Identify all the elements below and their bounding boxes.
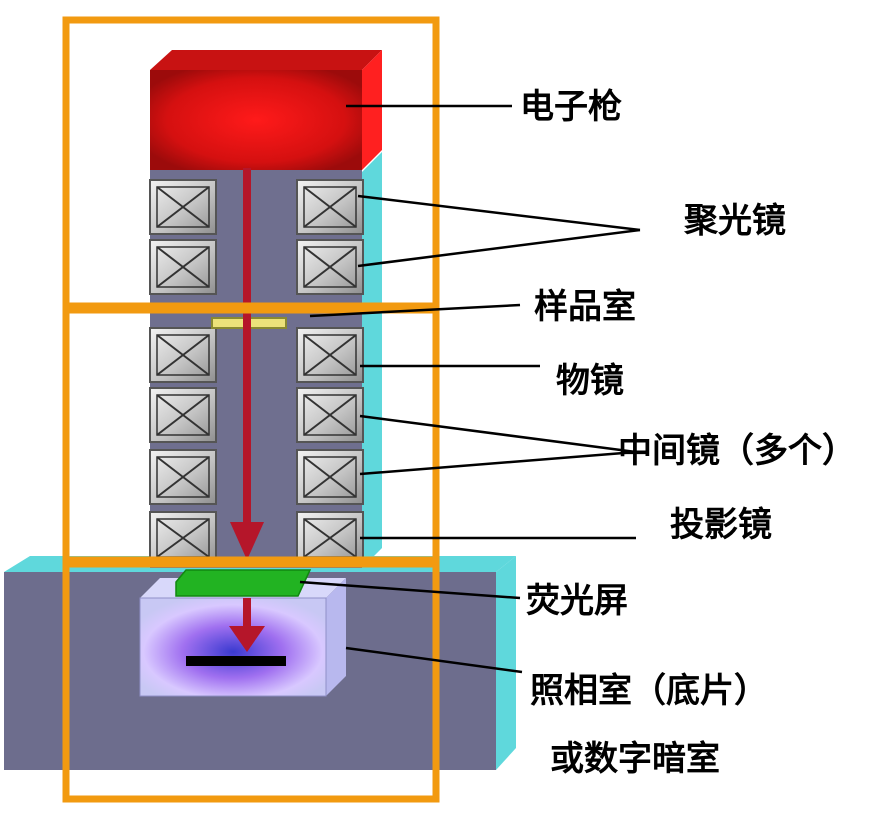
label-fluorescent-screen: 荧光屏 [526,581,628,621]
label-sample-chamber: 样品室 [534,287,636,327]
electron-beam-arrow [230,168,264,560]
section-frames [62,16,440,803]
label-projector-lens: 投影镜 [670,505,772,545]
projector-coil-left [149,511,217,565]
leader-lines [299,104,641,674]
label-electron-gun: 电子枪 [520,87,622,127]
label-intermediate-lens: 中间镜（多个） [618,431,856,471]
label-objective-lens: 物镜 [556,361,624,401]
objective-coil-right [296,327,364,383]
condenser-coil-left-2 [149,239,217,295]
condenser-coil-left-1 [149,179,217,235]
leader-condenser-top [357,194,641,232]
label-digital-darkroom: 或数字暗室 [550,739,720,779]
intermediate-coil-right-1 [296,387,364,443]
electron-gun [150,50,382,170]
projector-coil-right [296,511,364,565]
label-camera-chamber: 照相室（底片） [530,671,768,711]
objective-coil-left [149,327,217,383]
leader-condenser-bottom [357,228,641,268]
coils [149,179,364,565]
film-plate [186,656,286,666]
label-condenser-lens: 聚光镜 [683,201,786,241]
intermediate-coil-left-1 [149,387,217,443]
leader-screen [299,580,521,600]
leader-intermediate-top [359,414,637,454]
leader-intermediate-bottom [359,450,637,476]
labels: 电子枪 聚光镜 样品室 物镜 中间镜（多个） 投影镜 荧光屏 照相室（底片） 或… [520,87,856,779]
frame-recording [62,560,440,803]
frame-imaging [62,306,440,564]
intermediate-coil-left-2 [149,449,217,505]
condenser-coil-right-1 [296,179,364,235]
fluorescent-screen [175,569,312,597]
frame-illumination [62,16,440,310]
condenser-coil-right-2 [296,239,364,295]
intermediate-coil-right-2 [296,449,364,505]
camera-beam-arrow [229,598,265,652]
leader-sample [309,303,521,318]
leader-camera [345,646,523,674]
column-side-face [362,152,382,568]
